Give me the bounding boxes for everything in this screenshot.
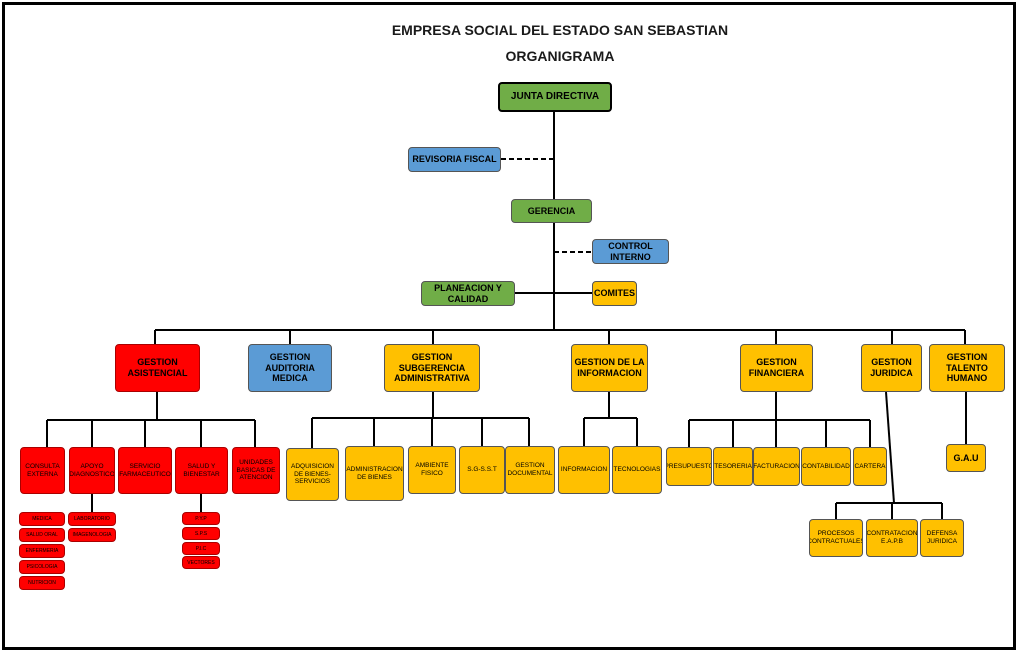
junta-directiva-box: JUNTA DIRECTIVA [498, 82, 612, 112]
salud-bienestar-box: SALUD Y BIENESTAR [175, 447, 228, 494]
diagram-subtitle: ORGANIGRAMA [505, 48, 615, 64]
unidades-basicas-box: UNIDADES BASICAS DE ATENCION [232, 447, 280, 494]
consulta-item-box: NUTRICION [19, 576, 65, 590]
informacion-box: INFORMACION [558, 446, 610, 494]
consulta-externa-box: CONSULTA EXTERNA [20, 447, 65, 494]
gestion-informacion-box: GESTION DE LA INFORMACION [571, 344, 648, 392]
gestion-asistencial-box: GESTION ASISTENCIAL [115, 344, 200, 392]
tesoreria-box: TESORERIA [713, 447, 753, 486]
gestion-subgerencia-administrativa-box: GESTION SUBGERENCIA ADMINISTRATIVA [384, 344, 480, 392]
salud-item-box: VECTORES [182, 556, 220, 569]
apoyo-item-box: LABORATORIO [68, 512, 116, 526]
tecnologias-box: TECNOLOGIAS [612, 446, 662, 494]
ambiente-fisico-box: AMBIENTE FISICO [408, 446, 456, 494]
consulta-item-box: SALUD ORAL [19, 528, 65, 542]
gau-box: G.A.U [946, 444, 986, 472]
gestion-documental-box: GESTION DOCUMENTAL [505, 446, 555, 494]
contabilidad-box: CONTABILIDAD [801, 447, 851, 486]
gestion-auditoria-medica-box: GESTION AUDITORIA MEDICA [248, 344, 332, 392]
gestion-talento-humano-box: GESTION TALENTO HUMANO [929, 344, 1005, 392]
gestion-financiera-box: GESTION FINANCIERA [740, 344, 813, 392]
presupuesto-box: PRESUPUESTO [666, 447, 712, 486]
salud-item-box: P.I.C [182, 542, 220, 555]
revisoria-fiscal-box: REVISORIA FISCAL [408, 147, 501, 172]
apoyo-item-box: IMAGENOLOGIA [68, 528, 116, 542]
planeacion-calidad-box: PLANEACION Y CALIDAD [421, 281, 515, 306]
gestion-juridica-box: GESTION JURIDICA [861, 344, 922, 392]
adquisicion-bienes-box: ADQUISICION DE BIENES- SERVICIOS [286, 448, 339, 501]
salud-item-box: S.P.S [182, 527, 220, 540]
defensa-juridica-box: DEFENSA JURIDICA [920, 519, 964, 557]
diagram-title: EMPRESA SOCIAL DEL ESTADO SAN SEBASTIAN [391, 22, 729, 38]
servicio-farmaceutico-box: SERVICIO FARMACEUTICO [118, 447, 172, 494]
salud-item-box: P.Y.P [182, 512, 220, 525]
cartera-box: CARTERA [853, 447, 887, 486]
consulta-item-box: MEDICA [19, 512, 65, 526]
consulta-item-box: ENFERMERIA [19, 544, 65, 558]
gerencia-box: GERENCIA [511, 199, 592, 223]
apoyo-diagnostico-box: APOYO DIAGNOSTICO [69, 447, 115, 494]
comites-box: COMITES [592, 281, 637, 306]
sgsst-box: S.G-S.S.T [459, 446, 505, 494]
administracion-bienes-box: ADMINISTRACION DE BIENES [345, 446, 404, 501]
procesos-contractuales-box: PROCESOS CONTRACTUALES [809, 519, 863, 557]
contratacion-eapb-box: CONTRATACION E.A.P.B [866, 519, 918, 557]
consulta-item-box: PSICOLOGIA [19, 560, 65, 574]
facturacion-box: FACTURACION [753, 447, 800, 486]
diagram-frame [2, 2, 1016, 650]
control-interno-box: CONTROL INTERNO [592, 239, 669, 264]
